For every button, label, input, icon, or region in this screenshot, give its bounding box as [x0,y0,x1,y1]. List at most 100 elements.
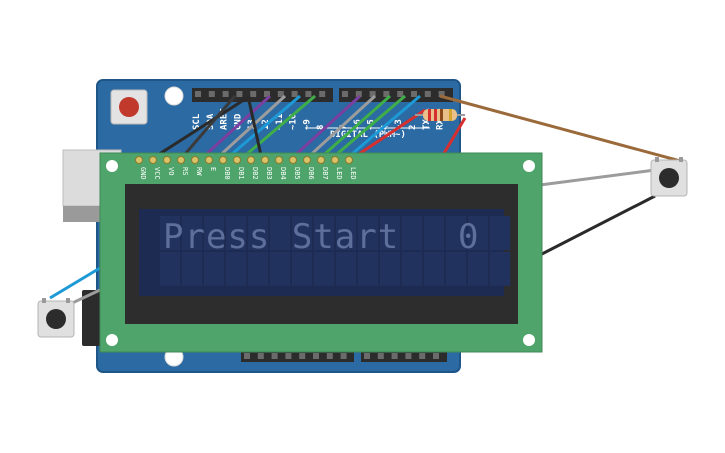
wire-black-long[interactable] [539,194,656,257]
wire-blue-2[interactable] [344,94,421,162]
lcd-pin-label: DB1 [237,167,245,180]
lcd-line1-right: 0 [458,217,479,257]
lcd-cell [424,251,445,286]
header-hole [326,353,333,359]
mounting-hole [106,160,118,172]
reset-button[interactable] [110,89,148,125]
wire-green-2[interactable] [317,94,391,162]
lcd-pin[interactable] [247,156,255,164]
mounting-hole [523,160,535,172]
lcd-pin-label: DB0 [223,167,231,180]
lcd-cell [380,251,401,286]
header-hole [405,353,412,359]
wire-green[interactable] [239,94,316,162]
lcd-cell [226,216,247,250]
lcd-pin[interactable] [135,156,143,164]
lcd-pin[interactable] [331,156,339,164]
bottom-header-analog[interactable] [361,351,447,362]
lcd-cell [380,216,401,250]
lcd-cell [160,251,181,286]
lcd-pin[interactable] [345,156,353,164]
wire-gray-2[interactable] [303,94,377,162]
wire-gray[interactable] [213,94,287,162]
header-holes [244,353,439,359]
wire-brown[interactable] [439,94,685,164]
lcd-cell [204,216,225,250]
header-hole [383,91,390,97]
lcd-cell [182,251,203,286]
lcd-pin[interactable] [233,156,241,164]
lcd-pin-label: RW [195,167,203,176]
header-hole [340,353,347,359]
header-hole [342,91,348,97]
lcd-pin[interactable] [317,156,325,164]
wire-black[interactable] [149,94,251,162]
wire-red[interactable] [349,108,426,162]
lcd-pin-label: E [209,167,217,171]
lcd-cell [292,216,313,250]
lcd-pin-label: LED [349,167,357,180]
header-hole [291,91,298,97]
lcd-cell [424,216,445,250]
lcd-pin-label: DB4 [279,167,287,180]
header-hole [299,353,306,359]
push-button-right[interactable] [650,157,688,197]
wire-blue-left[interactable] [49,266,101,300]
lcd-pin[interactable] [275,156,283,164]
header-hole [208,91,215,97]
header-hole [419,353,426,359]
lcd-pin[interactable] [289,156,297,164]
lcd-cell [292,251,313,286]
push-button-left[interactable] [37,298,75,338]
lcd-pin[interactable] [261,156,269,164]
lcd-cell [336,216,357,250]
header-hole [411,91,417,97]
arduino-pin-label: ~9 [302,119,312,130]
header-hole [397,91,404,97]
wire-blue[interactable] [224,94,301,162]
arduino-pin-label: ~11 [275,114,285,130]
lcd-pin-label: VO [167,167,175,175]
lcd-cell [182,216,203,250]
arduino-pin-label: AREF [220,108,230,130]
wire-purple[interactable] [198,94,272,162]
top-header-right[interactable] [339,88,453,102]
resistor[interactable] [415,109,465,121]
wires[interactable] [49,94,685,307]
lcd-cell [358,251,379,286]
header-hole [222,91,229,97]
lcd-pin-label: DB5 [293,167,301,180]
header-hole [277,91,284,97]
lcd-pin[interactable] [219,156,227,164]
lcd-pin-label: LED [335,167,343,180]
wire-purple-2[interactable] [288,94,362,162]
lcd-cell [226,251,247,286]
lcd-pin[interactable] [149,156,157,164]
lcd-pin[interactable] [191,156,199,164]
wire-dark[interactable] [178,95,237,161]
header-hole [305,91,312,97]
mounting-hole [523,334,535,346]
bottom-header-power[interactable] [241,351,354,362]
lcd-cell [446,216,467,250]
lcd-cell [160,216,181,250]
wire-green-3[interactable] [329,94,406,162]
lcd-pin[interactable] [177,156,185,164]
lcd-cell [270,216,291,250]
lcd-pin[interactable] [205,156,213,164]
header-hole [369,91,376,97]
header-hole [257,353,264,359]
header-hole [264,91,270,97]
lcd-pin[interactable] [303,156,311,164]
wire-black-2[interactable] [246,95,264,161]
lcd-cell [402,216,423,250]
wire-gray-long[interactable] [539,168,656,187]
lcd-pin[interactable] [163,156,171,164]
lcd-cell [358,216,379,250]
mounting-hole [164,86,184,106]
header-hole [433,353,439,359]
arduino-pin-label: GND [233,113,243,130]
